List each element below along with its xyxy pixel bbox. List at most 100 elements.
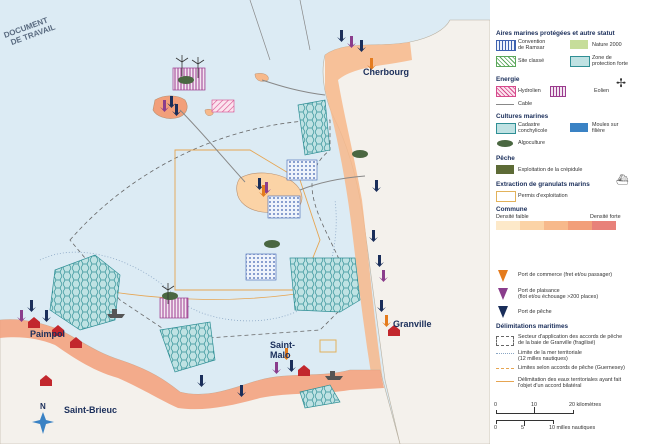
legend-commune-title: Commune xyxy=(496,206,528,213)
density-class-5 xyxy=(592,221,616,230)
zone-forte-cotentin xyxy=(297,99,331,156)
legend-label-algoculture: Algoculture xyxy=(518,140,545,146)
cotentin-coast-density xyxy=(325,42,412,444)
city-label-granville: Granville xyxy=(393,319,432,329)
legend-swatch-crepidule xyxy=(496,165,514,174)
zone-forte-centre xyxy=(289,257,361,313)
legend-swatch-cable xyxy=(496,104,514,105)
legend-label-port-peche: Port de pêche xyxy=(518,309,552,315)
legend-swatch-cadastre xyxy=(496,123,516,134)
legend-label-limite-mer: Limite de la mer territoriale(12 milles … xyxy=(518,350,582,363)
legend-swatch-permis xyxy=(496,191,516,202)
legend-swatch-site-classe xyxy=(496,56,516,67)
scale-nm-0: 0 xyxy=(494,425,497,431)
legend-label-cable: Cable xyxy=(518,101,533,107)
bilateral-delimitation xyxy=(99,289,321,300)
legend-label-hydrolien: Hydrolien xyxy=(518,88,541,94)
sark-island xyxy=(204,108,214,116)
port-commerce-icon xyxy=(498,270,508,282)
legend-peche-title: Pêche xyxy=(496,155,515,162)
density-class-3 xyxy=(544,221,568,230)
eolien-sud xyxy=(159,297,189,319)
north-arrow-label: N xyxy=(40,402,46,411)
scale-km-20: 20 kilomètres xyxy=(569,402,602,408)
scale-km-10: 10 xyxy=(531,402,537,408)
scale-tick xyxy=(524,420,525,426)
guernsey-fishing-limit xyxy=(174,149,321,291)
scale-bar-km xyxy=(496,410,574,414)
alderney-island xyxy=(254,73,269,82)
hydrolien-raz-blanchard xyxy=(211,99,235,113)
legend-energy-title: Energie xyxy=(496,76,520,83)
ramsar-minquiers xyxy=(245,253,277,281)
boat-icon xyxy=(325,371,343,380)
scale-km-0: 0 xyxy=(494,402,497,408)
legend-label-delimitation: Délimitation des eaux territoriales ayan… xyxy=(518,377,622,390)
legend-label-secteur: Secteur d'application des accords de pêc… xyxy=(518,334,623,347)
city-label-saint-malo-1: Saint- xyxy=(270,340,295,350)
scale-bar-nm xyxy=(496,420,554,424)
zone-forte-south xyxy=(159,321,216,373)
density-class-2 xyxy=(520,221,544,230)
legend-swatch-eolien xyxy=(550,86,566,97)
cable-alderney xyxy=(261,79,326,96)
legend-protected-title: Aires marines protégées et autre statut xyxy=(496,30,615,37)
city-label-paimpol: Paimpol xyxy=(30,329,65,339)
algoculture-brittany xyxy=(162,292,178,300)
port-peche-icon xyxy=(498,306,508,318)
legend-label-densite-faible: Densité faible xyxy=(496,214,529,220)
zone-forte-west xyxy=(49,254,121,331)
legend-label-densite-forte: Densité forte xyxy=(590,214,621,220)
boat-icon: ⛴ xyxy=(616,175,629,186)
legend-swatch-limites-peche xyxy=(496,368,514,369)
cable-guernsey-jersey xyxy=(179,109,246,183)
cable-jersey-cotentin xyxy=(299,175,366,191)
algoculture-jersey xyxy=(264,240,280,248)
east-limit xyxy=(299,0,311,51)
legend-swatch-moules xyxy=(570,123,588,132)
permis-granulats xyxy=(319,339,337,353)
port-plaisance-icons xyxy=(17,36,388,374)
brittany-coast-density xyxy=(0,319,384,410)
city-label-cherbourg: Cherbourg xyxy=(363,67,409,77)
zone-forte-baie xyxy=(299,384,341,409)
port-peche-icons xyxy=(27,30,386,397)
boat-icon xyxy=(107,309,125,318)
wind-turbine-icon: ✢ xyxy=(616,76,627,90)
algoculture-guernsey xyxy=(178,76,194,84)
wind-turbine-icon xyxy=(175,55,189,76)
legend-density-ramp xyxy=(496,221,616,230)
ramsar-ecrehous xyxy=(286,159,318,181)
scale-nm-5: 5 xyxy=(521,425,524,431)
legend-swatch-secteur xyxy=(496,336,514,346)
legend-cultures-title: Cultures marines xyxy=(496,113,549,120)
legend-swatch-limite-mer xyxy=(496,353,514,354)
legend-label-site-classe: Site classé xyxy=(518,58,545,64)
legend-delim-title: Délimitations maritimes xyxy=(496,323,569,330)
legend-label-crepidule: Exploitation de la crépidule xyxy=(518,167,583,173)
legend-swatch-hydrolien xyxy=(496,86,516,97)
algoculture-cotentin xyxy=(352,150,368,158)
legend-swatch-zone-forte xyxy=(570,56,590,67)
density-class-4 xyxy=(568,221,592,230)
wind-turbine-icon xyxy=(161,283,175,304)
compass-star-icon xyxy=(32,412,54,434)
density-class-1 xyxy=(496,221,520,230)
legend-swatch-natura xyxy=(570,40,588,49)
scale-tick xyxy=(534,407,535,413)
wind-turbine-icon xyxy=(191,57,205,78)
legend-panel: Aires marines protégées et autre statut … xyxy=(490,0,650,444)
legend-label-limites-peche: Limites selon accords de pêche (Guernese… xyxy=(518,365,625,371)
city-label-saint-brieuc: Saint-Brieuc xyxy=(64,405,117,415)
legend-swatch-algoculture xyxy=(497,140,513,147)
city-label-saint-malo-2: Malo xyxy=(270,350,291,360)
commune-house-icons xyxy=(28,317,400,386)
port-plaisance-icon xyxy=(498,288,508,300)
north-arrow: N xyxy=(32,402,54,434)
port-commerce-icons xyxy=(259,58,391,360)
